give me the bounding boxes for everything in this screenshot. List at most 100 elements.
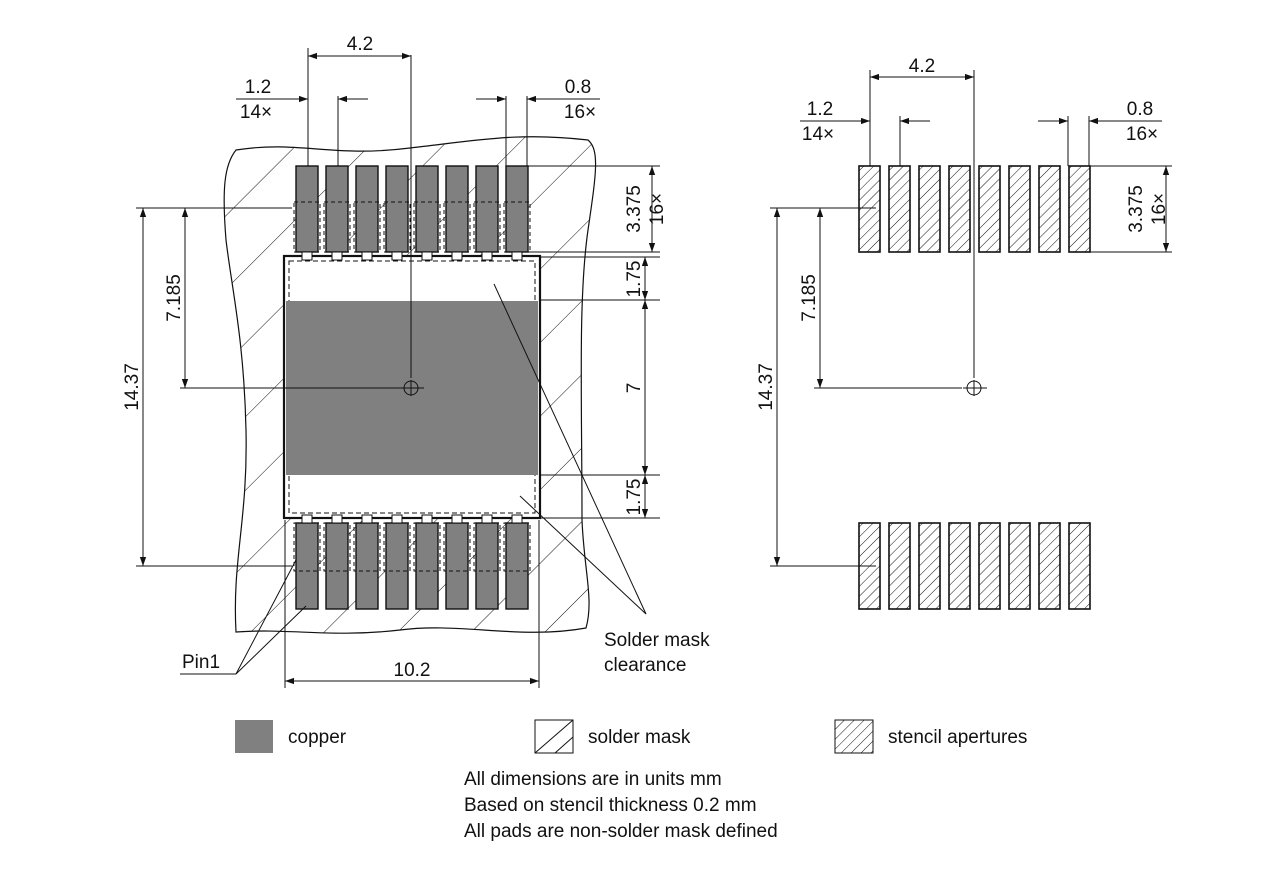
pad-clearance-outline (473, 201, 501, 253)
right-view: 4.2 1.2 14× 0.8 16× 3.375 16× 7.185 14.3… (756, 56, 1172, 610)
left-span-label: 4.2 (347, 34, 373, 55)
pad-lead-tab (331, 514, 343, 524)
copper-pad (505, 522, 529, 610)
stencil-aperture (888, 522, 911, 610)
left-view: 4.2 1.2 14× 0.8 16× 3.375 16× 1.75 7 (122, 34, 710, 688)
stencil-aperture (918, 165, 941, 253)
pad-clearance-outline (413, 201, 441, 253)
pad-clearance-outline (413, 522, 441, 572)
pad-lead-tab (391, 514, 403, 524)
right-half-height-label: 7.185 (799, 274, 820, 322)
clearance-label-1: Solder mask (604, 630, 710, 651)
pad-clearance-outline (503, 522, 531, 572)
stencil-aperture (888, 165, 911, 253)
notes: All dimensions are in units mm Based on … (464, 769, 778, 842)
stencil-aperture (948, 165, 971, 253)
pad-lead-tab (301, 251, 313, 261)
left-center-label: 7 (624, 383, 645, 394)
pad-lead-tab (481, 251, 493, 261)
copper-pad (505, 165, 529, 253)
left-clear-top-label: 1.75 (624, 261, 645, 298)
left-pad-length-label: 3.375 (624, 185, 645, 233)
legend: copper solder mask stencil apertures (235, 719, 1027, 754)
stencil-aperture (918, 522, 941, 610)
stencil-aperture (1038, 165, 1061, 253)
copper-pad (295, 522, 319, 610)
stencil-aperture (948, 522, 971, 610)
copper-pad (355, 522, 379, 610)
left-pitch-label: 1.2 (245, 77, 271, 98)
pad-clearance-outline (383, 522, 411, 572)
pad-clearance-outline (443, 522, 471, 572)
stencil-aperture (978, 522, 1001, 610)
copper-pad (415, 522, 439, 610)
right-bottom-aperture-row (858, 522, 1091, 610)
pad-lead-tab (421, 514, 433, 524)
copper-pad (445, 165, 469, 253)
pad-lead-tab (511, 251, 523, 261)
copper-pad (475, 522, 499, 610)
left-pitch-count: 14× (240, 102, 272, 123)
copper-pad (325, 165, 349, 253)
pad-lead-tab (451, 514, 463, 524)
right-top-aperture-row (858, 165, 1091, 253)
stencil-aperture (978, 165, 1001, 253)
pin1-label: Pin1 (182, 652, 220, 673)
pad-clearance-outline (383, 201, 411, 253)
pad-clearance-outline (353, 201, 381, 253)
legend-copper-label: copper (288, 727, 347, 748)
pad-clearance-outline (323, 201, 351, 253)
copper-pad (475, 165, 499, 253)
note-line-2: Based on stencil thickness 0.2 mm (464, 795, 757, 816)
pad-lead-tab (391, 251, 403, 261)
right-pad-width-label: 0.8 (1127, 99, 1153, 120)
pad-lead-tab (451, 251, 463, 261)
left-width-label: 10.2 (394, 660, 431, 681)
left-pad-width-count: 16× (564, 102, 596, 123)
left-pad-width-label: 0.8 (565, 77, 591, 98)
pad-clearance-outline (323, 522, 351, 572)
pad-lead-tab (511, 514, 523, 524)
pad-clearance-outline (443, 201, 471, 253)
pad-clearance-outline (503, 201, 531, 253)
left-half-height-label: 7.185 (164, 274, 185, 322)
left-pad-length-count: 16× (647, 193, 668, 225)
copper-pad (295, 165, 319, 253)
pad-lead-tab (361, 514, 373, 524)
copper-pad (445, 522, 469, 610)
pad-lead-tab (481, 514, 493, 524)
pad-clearance-outline (293, 522, 321, 572)
left-height-label: 14.37 (122, 363, 143, 411)
stencil-aperture (1008, 165, 1031, 253)
stencil-aperture (1068, 522, 1091, 610)
right-height-label: 14.37 (756, 363, 777, 411)
legend-copper-swatch (235, 720, 273, 753)
right-pad-length-label: 3.375 (1126, 185, 1147, 233)
pad-lead-tab (301, 514, 313, 524)
right-pitch-count: 14× (802, 124, 834, 145)
clearance-label-2: clearance (604, 655, 686, 676)
stencil-aperture (1068, 165, 1091, 253)
copper-pad (385, 522, 409, 610)
note-line-1: All dimensions are in units mm (464, 769, 722, 790)
legend-mask-label: solder mask (588, 727, 691, 748)
pad-lead-tab (331, 251, 343, 261)
copper-pad (385, 165, 409, 253)
stencil-aperture (1008, 522, 1031, 610)
right-pad-width-count: 16× (1126, 124, 1158, 145)
pad-lead-tab (361, 251, 373, 261)
left-clear-bottom-label: 1.75 (624, 479, 645, 516)
legend-stencil-swatch (834, 719, 874, 754)
copper-pad (355, 165, 379, 253)
pad-lead-tab (421, 251, 433, 261)
pad-clearance-outline (353, 522, 381, 572)
legend-stencil-label: stencil apertures (888, 727, 1027, 748)
left-top-pad-row (293, 165, 531, 261)
note-line-3: All pads are non-solder mask defined (464, 821, 778, 842)
copper-pad (325, 522, 349, 610)
copper-pad (415, 165, 439, 253)
right-pad-length-count: 16× (1149, 193, 1170, 225)
left-bottom-pad-row (293, 514, 531, 610)
pad-clearance-outline (293, 201, 321, 253)
